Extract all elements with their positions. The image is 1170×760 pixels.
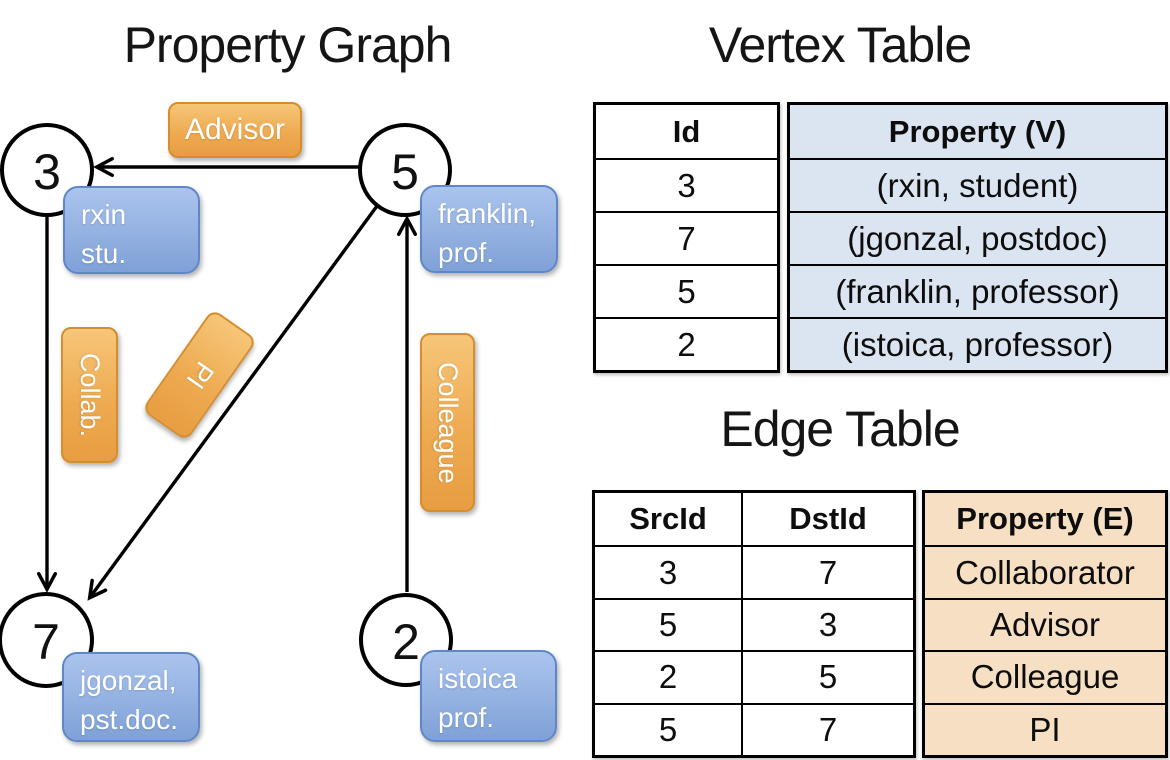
vertex-box-5: franklin, prof. [420, 185, 558, 273]
edge-table-property-column: Property (E) Collaborator Advisor Collea… [922, 490, 1168, 758]
table-cell: Collaborator [925, 545, 1165, 598]
vertex-box-2-name: istoica [438, 663, 518, 694]
edge-table-title: Edge Table [720, 401, 960, 457]
edge-label-advisor: Advisor [168, 102, 302, 158]
table-cell: 7 [741, 702, 913, 755]
table-cell: (franklin, professor) [790, 264, 1165, 317]
node-id-7: 7 [32, 614, 60, 670]
table-cell: PI [925, 702, 1165, 755]
vertex-box-2-role: prof. [438, 701, 495, 733]
edge-label-colleague: Colleague [420, 333, 475, 512]
node-id-2: 2 [392, 614, 420, 670]
edge-label-collab: Collab. [61, 327, 118, 463]
table-cell: 5 [596, 264, 777, 317]
vertex-id-header: Id [672, 113, 701, 149]
vertex-box-2: istoica prof. [420, 650, 557, 742]
table-cell: 3 [595, 545, 741, 597]
table-cell: 5 [741, 650, 913, 703]
table-cell: Advisor [925, 597, 1165, 651]
vertex-box-7-role: pst.doc. [80, 703, 179, 735]
edge-table-id-columns: SrcId DstId 3 7 5 3 2 5 5 7 [592, 490, 916, 758]
graph-title: Property Graph [123, 17, 453, 73]
vertex-box-3-name: rxin [81, 199, 127, 230]
edge-srcid-header: SrcId [629, 501, 707, 537]
table-cell: (rxin, student) [790, 158, 1165, 211]
table-cell: 3 [741, 597, 913, 651]
table-cell: 5 [595, 702, 741, 755]
table-cell: 2 [595, 650, 741, 702]
vertex-box-3-role: stu. [81, 237, 127, 269]
vertex-box-7-name: jgonzal, [80, 665, 177, 696]
table-cell: 5 [595, 597, 741, 650]
vertex-box-3: rxin stu. [63, 186, 200, 274]
vertex-property-header: Property (V) [790, 105, 1165, 158]
vertex-table-id-column: Id 3 7 5 2 [593, 102, 780, 373]
table-cell: (jgonzal, postdoc) [790, 211, 1165, 264]
table-cell: 3 [596, 158, 777, 211]
node-id-5: 5 [391, 144, 419, 200]
vertex-table-property-column: Property (V) (rxin, student) (jgonzal, p… [787, 102, 1168, 373]
vertex-box-5-name: franklin, [438, 198, 537, 229]
graph-canvas: 3 5 7 2 [0, 123, 453, 688]
vertex-box-7: jgonzal, pst.doc. [62, 652, 200, 742]
edge-pi-5-7 [87, 204, 379, 601]
table-cell: 2 [596, 317, 777, 370]
table-cell: (istoica, professor) [790, 317, 1165, 370]
vertex-box-5-role: prof. [438, 236, 495, 268]
table-cell: Colleague [925, 650, 1165, 703]
table-cell: 7 [596, 211, 777, 264]
table-cell: 7 [741, 545, 913, 598]
vertex-table-title: Vertex Table [708, 17, 972, 73]
edge-property-header: Property (E) [925, 493, 1165, 546]
edge-dstid-header: DstId [741, 493, 913, 546]
node-id-3: 3 [33, 144, 61, 200]
